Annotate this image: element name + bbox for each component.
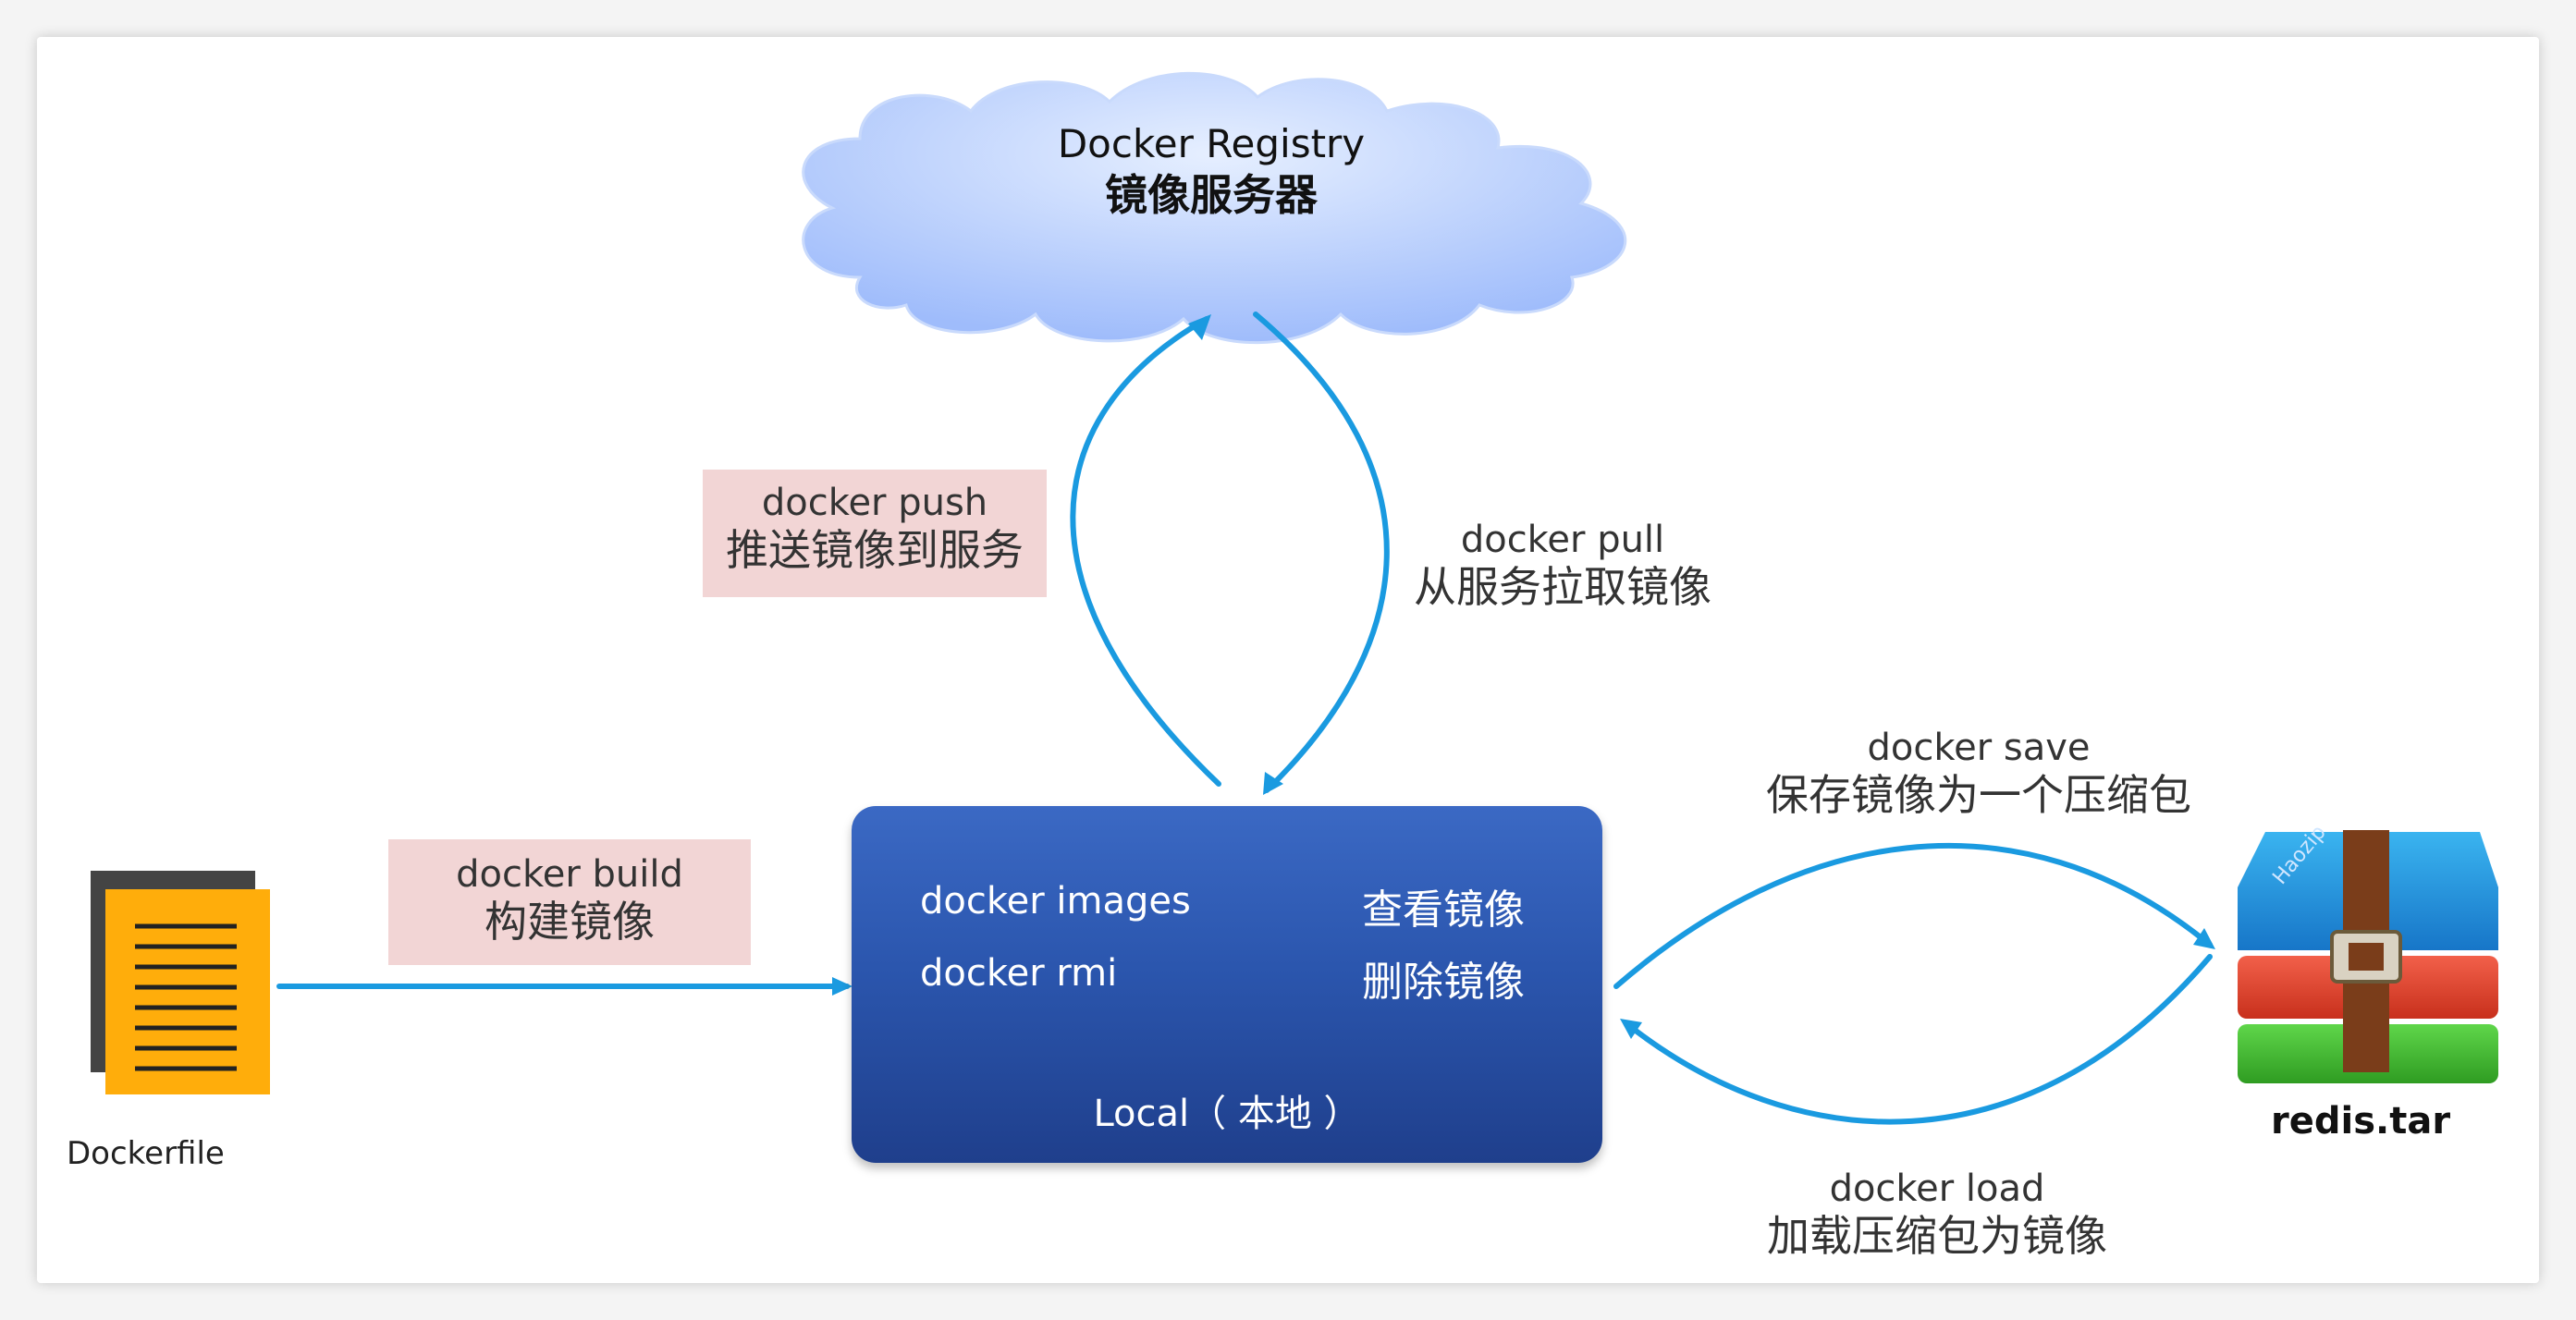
load-arrow — [1625, 954, 2213, 1125]
push-label: docker push 推送镜像到服务 — [703, 470, 1047, 597]
pull-cmd: docker pull — [1460, 519, 1665, 561]
load-desc: 加载压缩包为镜像 — [1767, 1211, 2107, 1261]
local-desc-images: 查看镜像 — [1362, 886, 1525, 934]
push-arrow — [1070, 316, 1221, 787]
local-title: Local（ 本地 ） — [1093, 1093, 1361, 1135]
save-desc: 保存镜像为一个压缩包 — [1766, 770, 2191, 820]
build-label: docker build 构建镜像 — [388, 839, 751, 965]
pull-label: docker pull 从服务拉取镜像 — [1387, 518, 1738, 613]
build-arrowhead — [832, 977, 853, 996]
save-arrow — [1613, 842, 2213, 989]
local-cmd-rmi: docker rmi — [920, 952, 1118, 995]
pull-arrow — [1253, 312, 1390, 793]
push-cmd: docker push — [761, 482, 988, 524]
dockerfile-caption: Dockerfile — [67, 1135, 225, 1172]
registry-title: Docker Registry — [1057, 121, 1366, 166]
registry-subtitle: 镜像服务器 — [1105, 169, 1318, 220]
load-arrowhead — [1620, 1019, 1642, 1039]
push-arrowhead — [1188, 314, 1211, 340]
save-arrowhead — [2193, 928, 2215, 949]
local-desc-rmi: 删除镜像 — [1362, 959, 1525, 1006]
save-cmd: docker save — [1867, 727, 2091, 769]
archive-caption: redis.tar — [2271, 1100, 2451, 1143]
push-desc: 推送镜像到服务 — [726, 525, 1024, 575]
local-cmd-images: docker images — [920, 880, 1191, 923]
winrar-archive-icon: Haozip — [2238, 821, 2498, 1083]
build-cmd: docker build — [456, 853, 683, 896]
save-label: docker save 保存镜像为一个压缩包 — [1738, 726, 2219, 821]
document-icon — [91, 871, 270, 1094]
load-cmd: docker load — [1829, 1167, 2045, 1210]
pull-arrowhead — [1263, 772, 1283, 795]
cloud-icon — [802, 71, 1626, 345]
registry-label: Docker Registry 镜像服务器 — [989, 120, 1433, 222]
local-box: docker images 查看镜像 docker rmi 删除镜像 Local… — [852, 806, 1602, 1163]
load-label: docker load 加载压缩包为镜像 — [1720, 1167, 2154, 1262]
pull-desc: 从服务拉取镜像 — [1414, 562, 1711, 612]
build-desc: 构建镜像 — [485, 897, 655, 947]
